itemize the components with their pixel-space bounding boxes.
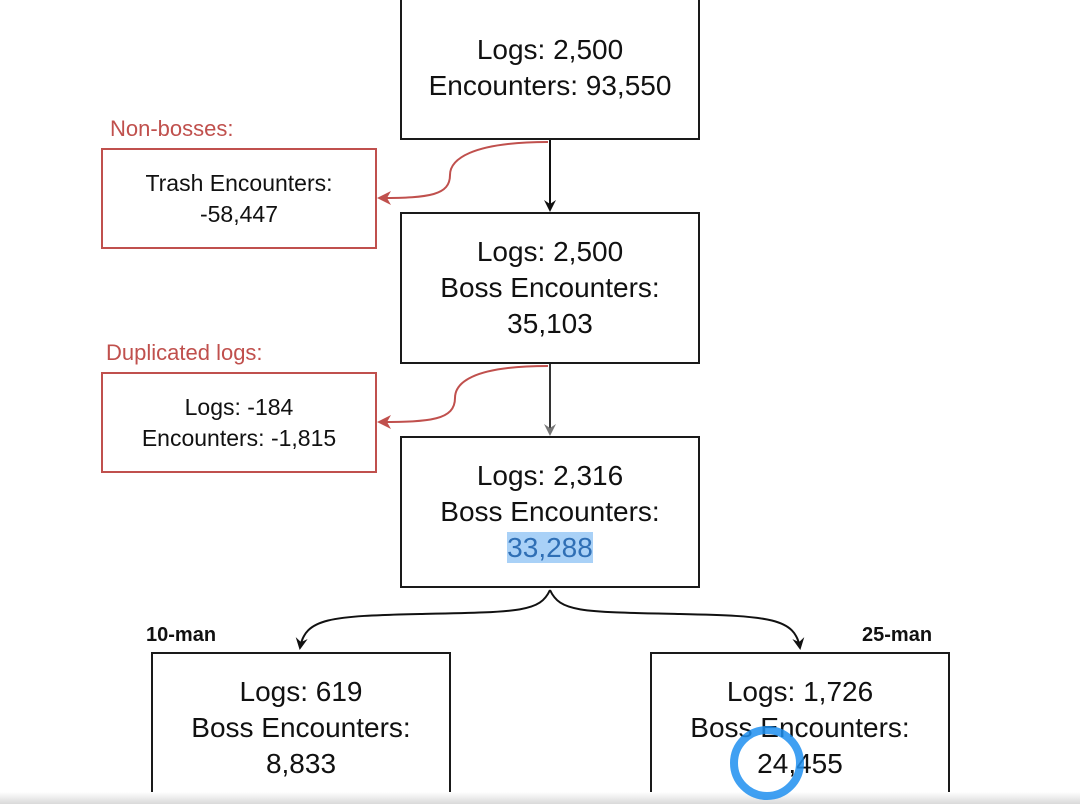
node-trash-encounters: Trash Encounters: -58,447 [101,148,377,249]
node-boss2-line2: Boss Encounters: [440,496,660,527]
node-deduplicated-boss-encounters: Logs: 2,316 Boss Encounters: 33,288 [400,436,700,588]
arrow-to-ten-man [295,589,551,650]
node-all-logs: Logs: 2,500 Encounters: 93,550 [400,0,700,140]
label-duplicated-logs: Duplicated logs: [106,340,263,365]
node-trash-line1: Trash Encounters: [145,169,333,196]
node-boss-encounters: Logs: 2,500 Boss Encounters: 35,103 [400,212,700,364]
selected-text-highlight[interactable]: 33,288 [507,532,593,563]
node-twentyfive-line2: Boss Encounters: [690,712,910,743]
node-twentyfive-man: Logs: 1,726 Boss Encounters: 24,455 [650,652,950,804]
arrow-to-twentyfive-man [549,589,805,650]
node-ten-man: Logs: 619 Boss Encounters: 8,833 [151,652,451,804]
node-all-logs-line2: Encounters: 93,550 [428,70,672,101]
node-boss2-line1: Logs: 2,316 [476,460,624,491]
node-duplicated-logs: Logs: -184 Encounters: -1,815 [101,372,377,473]
node-dup-line2: Encounters: -1,815 [141,424,337,451]
node-ten-line3: 8,833 [265,748,337,779]
node-boss2-line3: 33,288 [507,530,593,566]
label-twentyfive-man: 25-man [862,624,933,646]
window-bottom-edge [0,792,1080,804]
arrow-to-duplicated [377,365,549,429]
node-ten-line2: Boss Encounters: [191,712,411,743]
label-ten-man: 10-man [146,624,217,646]
cursor-click-indicator-icon [730,726,804,800]
node-boss1-line1: Logs: 2,500 [476,236,624,267]
node-dup-line1: Logs: -184 [184,393,294,420]
arrow-to-trash [377,141,549,205]
node-all-logs-line1: Logs: 2,500 [476,34,624,65]
node-boss1-line3: 35,103 [507,308,593,339]
label-non-bosses: Non-bosses: [110,116,234,141]
node-ten-line1: Logs: 619 [239,676,363,707]
node-twentyfive-line1: Logs: 1,726 [726,676,874,707]
node-trash-line2: -58,447 [199,200,278,227]
node-boss1-line2: Boss Encounters: [440,272,660,303]
